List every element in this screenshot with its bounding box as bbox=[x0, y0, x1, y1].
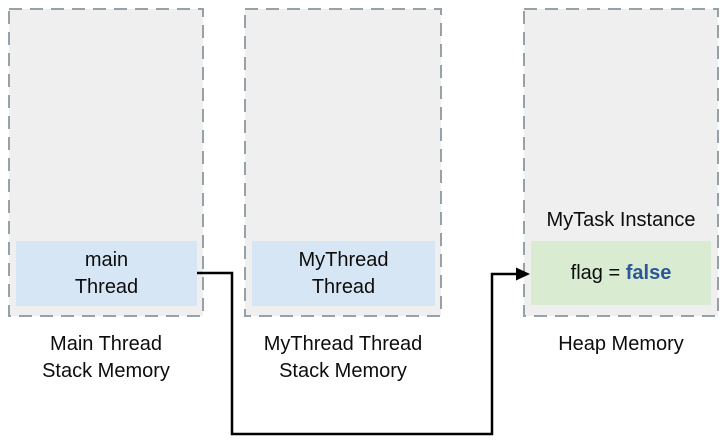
connector-arrowhead-icon bbox=[516, 267, 530, 281]
flag-field-value: false bbox=[625, 261, 672, 284]
flag-field-text: flag =false bbox=[571, 260, 672, 287]
main-stack-caption-line2: Stack Memory bbox=[42, 360, 170, 382]
mythread-thread-cell-line1: MyThread bbox=[298, 248, 389, 271]
mythread-thread-cell: MyThread Thread bbox=[252, 241, 435, 306]
flag-field-name: flag = bbox=[570, 261, 621, 284]
mythread-stack-caption: MyThread Thread Stack Memory bbox=[244, 331, 442, 385]
heap-caption-line1: Heap Memory bbox=[558, 333, 684, 355]
main-stack-caption-line1: Main Thread bbox=[50, 333, 162, 355]
main-thread-cell: main Thread bbox=[16, 241, 197, 306]
mythread-stack-caption-line1: MyThread Thread bbox=[263, 333, 423, 355]
main-thread-cell-line2: Thread bbox=[74, 275, 139, 298]
main-stack-caption: Main Thread Stack Memory bbox=[8, 331, 204, 385]
heap-caption: Heap Memory bbox=[523, 331, 719, 358]
flag-field-cell: flag =false bbox=[531, 241, 711, 305]
reference-connector-line bbox=[197, 271, 517, 436]
mytask-instance-label: MyTask Instance bbox=[546, 209, 696, 231]
mythread-thread-cell-line2: Thread bbox=[311, 275, 376, 298]
mythread-stack-caption-line2: Stack Memory bbox=[279, 360, 407, 382]
main-thread-cell-line1: main bbox=[84, 248, 129, 271]
